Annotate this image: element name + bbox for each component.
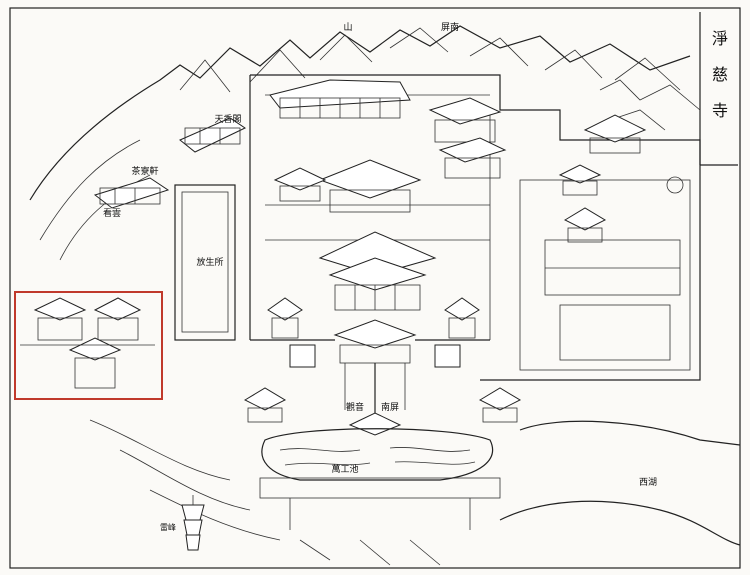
label-tianxiang-ge: 天香閣 — [214, 114, 241, 125]
map-border — [9, 7, 741, 569]
leifeng-pagoda — [181, 495, 205, 551]
east-halls — [558, 114, 684, 243]
highlighted-region — [14, 291, 163, 400]
title-panel: 淨 慈 寺 — [699, 12, 738, 166]
west-lake-shore — [89, 419, 741, 566]
temple-compound — [174, 74, 701, 381]
label-guanyin: 觀音 — [346, 401, 364, 413]
tea-pavilion — [93, 177, 170, 209]
label-mountain: 山 — [343, 22, 352, 33]
map-title-char-2: 慈 — [712, 65, 728, 84]
mountain-ridges — [29, 25, 701, 261]
label-xihu: 西湖 — [639, 477, 657, 488]
wangong-pond — [259, 428, 501, 530]
label-fangsheng-suo: 放生所 — [196, 256, 223, 268]
map-title-char-3: 寺 — [712, 101, 728, 120]
label-wangong-chi: 萬工池 — [331, 463, 358, 475]
label-kan-yun: 看雲 — [103, 207, 121, 219]
label-lei-feng: 雷峰 — [160, 522, 176, 532]
main-halls — [250, 79, 507, 368]
label-nanping-top: 屏南 — [441, 21, 459, 33]
map-title-char-1: 淨 — [712, 29, 728, 48]
label-chalu-xuan: 茶寮軒 — [131, 165, 158, 177]
front-steps — [243, 363, 522, 436]
label-nanping-bottom: 南屏 — [381, 401, 399, 413]
tianxiang-pavilion — [179, 117, 247, 153]
